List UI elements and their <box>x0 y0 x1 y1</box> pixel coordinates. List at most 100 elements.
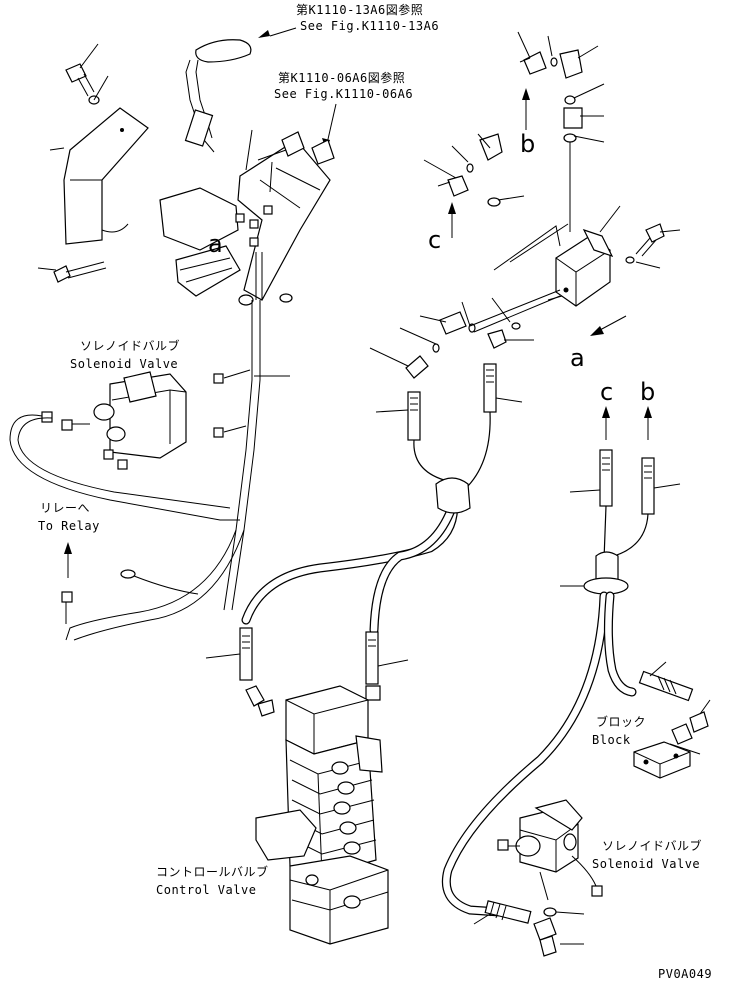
ref2-jp-text: 第K1110-06A6図参照 <box>278 70 405 85</box>
cv-adapter-right <box>365 685 381 701</box>
main-harness-left <box>61 300 290 641</box>
pedal-pad <box>195 39 252 63</box>
terminal-2 <box>249 219 259 229</box>
switch-body <box>175 245 241 297</box>
solenoid-right-jp: ソレノイドバルブ <box>602 838 702 853</box>
port-elbow-2 <box>405 355 429 379</box>
connector-b-top: b <box>520 130 535 158</box>
fitting-c-adapter <box>479 133 503 161</box>
to-relay-en: To Relay <box>38 519 100 533</box>
block-fitting <box>671 723 693 745</box>
oring-port-1 <box>511 322 521 330</box>
solenoid-left-port-1 <box>93 403 115 421</box>
to-relay: リレーへ To Relay <box>38 501 100 578</box>
control-valve-en: Control Valve <box>156 883 256 897</box>
oring-c-2 <box>487 197 501 207</box>
connector-l1 <box>213 373 224 384</box>
solenoid-left-jp: ソレノイドバルブ <box>80 338 180 353</box>
to-relay-jp: リレーへ <box>40 501 90 515</box>
leaders-upper-left <box>37 43 273 271</box>
connector-c-right: c <box>600 378 613 406</box>
bolt-shank-lowerleft <box>65 261 107 279</box>
harness-tube <box>255 252 263 300</box>
solenoid-valve-left: ソレノイドバルブ Solenoid Valve <box>9 338 240 521</box>
block-part <box>633 741 691 779</box>
elbow-fitting-2 <box>311 139 335 165</box>
nipple-top <box>563 107 583 129</box>
bolt-shank-topleft <box>77 73 95 97</box>
sleeve-junction <box>435 477 471 514</box>
central-hose-bundle <box>205 363 523 717</box>
solenoid-left-connector-2 <box>41 411 53 423</box>
bolt-head-lowerleft <box>53 265 71 283</box>
ref2-en-text: See Fig.K1110-06A6 <box>274 87 413 101</box>
hose-end-block <box>638 670 694 702</box>
solenoid-left-wire-1 <box>9 414 240 521</box>
ref1-jp-text: 第K1110-13A6図参照 <box>296 2 423 17</box>
solenoid-left-en: Solenoid Valve <box>70 357 178 371</box>
block-bolt-washer <box>625 256 635 264</box>
hose-end-cv-right <box>365 631 379 685</box>
fitting-b-oring <box>550 57 558 67</box>
block-leader <box>493 225 561 271</box>
solenoid-left-coil <box>123 371 157 403</box>
ref1-arrowhead <box>258 30 270 38</box>
relay-connector <box>61 591 73 603</box>
solenoid-left-connector-4 <box>117 459 128 470</box>
solenoid-right-connector-2 <box>591 885 603 897</box>
cv-side-fitting <box>355 735 383 773</box>
upper-right-block: b c a <box>405 49 665 379</box>
ref1-en-text: See Fig.K1110-13A6 <box>300 19 439 33</box>
switch-bracket <box>159 187 239 251</box>
hose-end-bottom <box>484 900 532 924</box>
block-bracket <box>582 228 614 258</box>
bottom-fitting <box>533 917 557 941</box>
grommet <box>238 294 254 306</box>
solenoid-left-port-2 <box>106 426 126 442</box>
connector-a-right: a <box>570 344 585 372</box>
block-jp: ブロック <box>596 714 646 729</box>
fitting-b-elbow <box>523 51 547 75</box>
sleeve-left <box>241 485 459 625</box>
pedal-bracket <box>184 109 214 147</box>
leaders-upper-right <box>369 31 681 367</box>
fitting-b-adapter <box>559 49 583 79</box>
bolt-head-topleft <box>65 63 87 83</box>
pedal-arm <box>185 59 215 153</box>
solenoid-right-top <box>534 799 583 831</box>
port-adapter <box>439 311 467 335</box>
solenoid-left-connector-1 <box>61 419 73 431</box>
oring-top-2 <box>564 95 576 105</box>
terminal-4 <box>263 205 273 215</box>
figure-code: PV0A049 <box>658 967 712 981</box>
terminal-1 <box>249 237 259 247</box>
port-elbow <box>487 329 507 349</box>
solenoid-left-connector-3 <box>103 449 114 460</box>
connector-c-top: c <box>428 226 441 254</box>
block-en: Block <box>592 733 631 747</box>
switch-detail <box>179 257 233 283</box>
cover-bracket <box>63 107 149 245</box>
connector-b-right: b <box>640 378 655 406</box>
plate-link <box>257 149 287 161</box>
clip-ring <box>279 293 293 303</box>
cv-elbow-left <box>245 685 265 707</box>
reference-top: 第K1110-13A6図参照 See Fig.K1110-13A6 <box>258 2 439 38</box>
grommet-right-plate <box>583 577 629 595</box>
connector-l2 <box>213 427 224 438</box>
fitting-c-oring <box>466 163 474 173</box>
control-valve-jp: コントロールバルブ <box>156 864 269 879</box>
relay-wire <box>65 529 237 641</box>
sleeve-right <box>369 491 461 635</box>
block-pipe <box>469 289 561 333</box>
elbow-fitting-1 <box>281 131 305 157</box>
to-relay-arrow <box>64 542 72 554</box>
terminal-3 <box>235 213 245 223</box>
oring-top-3 <box>563 133 577 143</box>
plate-detail <box>259 167 321 209</box>
cv-lower-section <box>289 855 389 945</box>
cover-wire <box>101 223 129 233</box>
solenoid-right-en: Solenoid Valve <box>592 857 700 871</box>
cover-hole <box>120 128 124 132</box>
